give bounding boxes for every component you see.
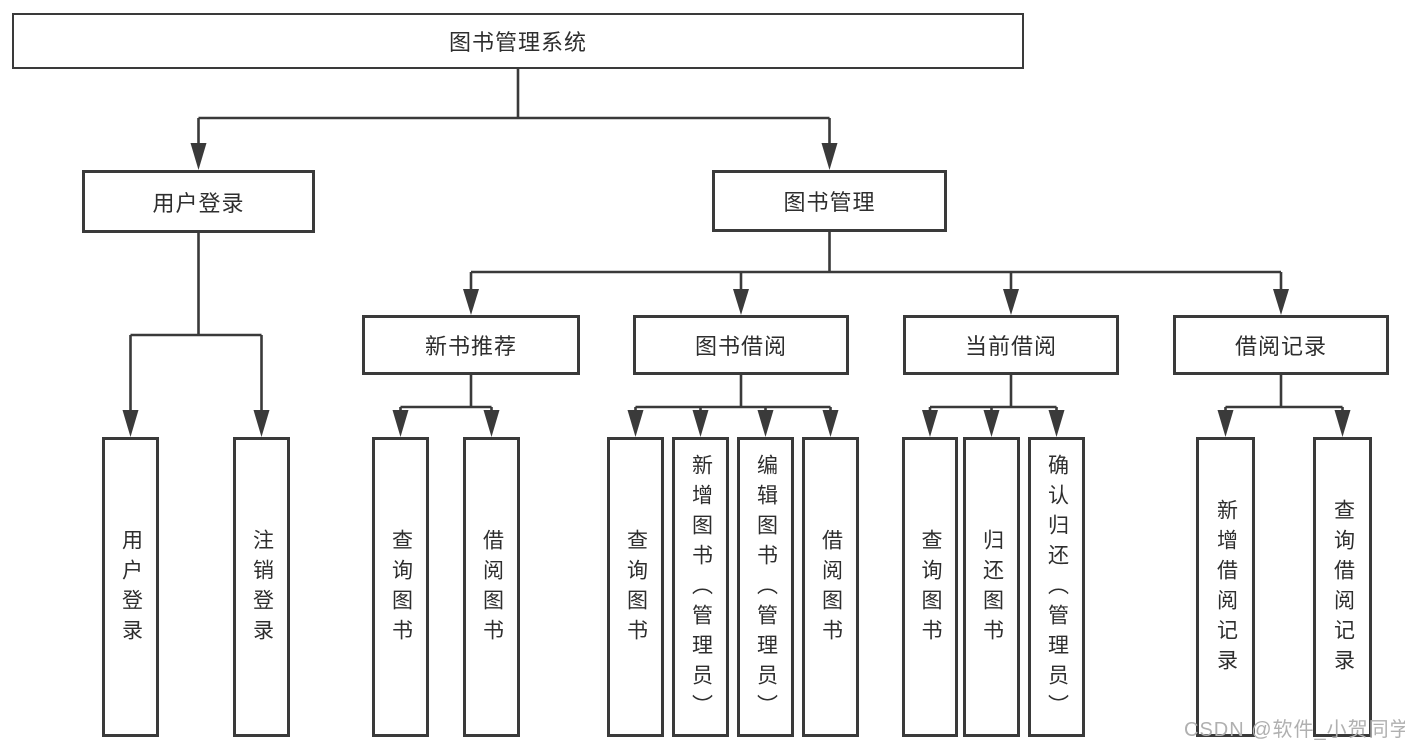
node-book-borrow: 图书借阅 <box>633 315 849 375</box>
arrowhead <box>1048 410 1065 437</box>
arrowhead <box>122 410 139 437</box>
leaf-user-login: 用户登录 <box>102 437 159 737</box>
leaf-currentborrow-confirm-return-admin: 确认归还（管理员） <box>1028 437 1085 737</box>
leaf-bookborrow-query-book: 查询图书 <box>607 437 664 737</box>
arrowhead <box>253 410 270 437</box>
leaf-currentborrow-return-book: 归还图书 <box>963 437 1020 737</box>
arrowhead <box>1273 289 1289 315</box>
arrowhead <box>821 143 838 170</box>
arrowhead <box>692 410 709 437</box>
arrowhead <box>922 410 938 437</box>
node-library-management-system: 图书管理系统 <box>12 13 1024 69</box>
leaf-currentborrow-query-book: 查询图书 <box>902 437 958 737</box>
node-new-book-recommend: 新书推荐 <box>362 315 580 375</box>
connector-userlogin-to-leaves <box>122 233 270 437</box>
arrowhead <box>463 289 479 315</box>
leaf-borrowrecord-add-record: 新增借阅记录 <box>1196 437 1255 737</box>
node-borrow-record: 借阅记录 <box>1173 315 1389 375</box>
connector-root-to-level2 <box>190 69 838 170</box>
leaf-logout: 注销登录 <box>233 437 290 737</box>
connector-currentborrow-to-leaves <box>922 375 1065 437</box>
leaf-bookborrow-edit-book-admin: 编辑图书（管理员） <box>737 437 794 737</box>
arrowhead <box>757 410 774 437</box>
leaf-bookborrow-borrow-book: 借阅图书 <box>802 437 859 737</box>
arrowhead <box>822 410 839 437</box>
arrowhead <box>733 289 749 315</box>
node-book-management: 图书管理 <box>712 170 947 232</box>
arrowhead <box>627 410 644 437</box>
arrowhead <box>1334 410 1351 437</box>
leaf-bookborrow-add-book-admin: 新增图书（管理员） <box>672 437 729 737</box>
connector-bookmanagement-to-level3 <box>463 232 1289 315</box>
arrowhead <box>190 143 207 170</box>
node-user-login: 用户登录 <box>82 170 315 233</box>
leaf-borrowrecord-query-record: 查询借阅记录 <box>1313 437 1372 737</box>
leaf-newbook-borrow-book: 借阅图书 <box>463 437 520 737</box>
node-current-borrow: 当前借阅 <box>903 315 1119 375</box>
connector-newbookrecommend-to-leaves <box>392 375 500 437</box>
connector-bookborrow-to-leaves <box>627 375 839 437</box>
arrowhead <box>392 410 409 437</box>
arrowhead <box>1003 289 1019 315</box>
leaf-newbook-query-book: 查询图书 <box>372 437 429 737</box>
arrowhead <box>983 410 1000 437</box>
connector-borrowrecord-to-leaves <box>1217 375 1351 437</box>
csdn-watermark: CSDN @软件_小贺同学 <box>1184 719 1405 741</box>
arrowhead <box>1217 410 1234 437</box>
arrowhead <box>483 410 500 437</box>
